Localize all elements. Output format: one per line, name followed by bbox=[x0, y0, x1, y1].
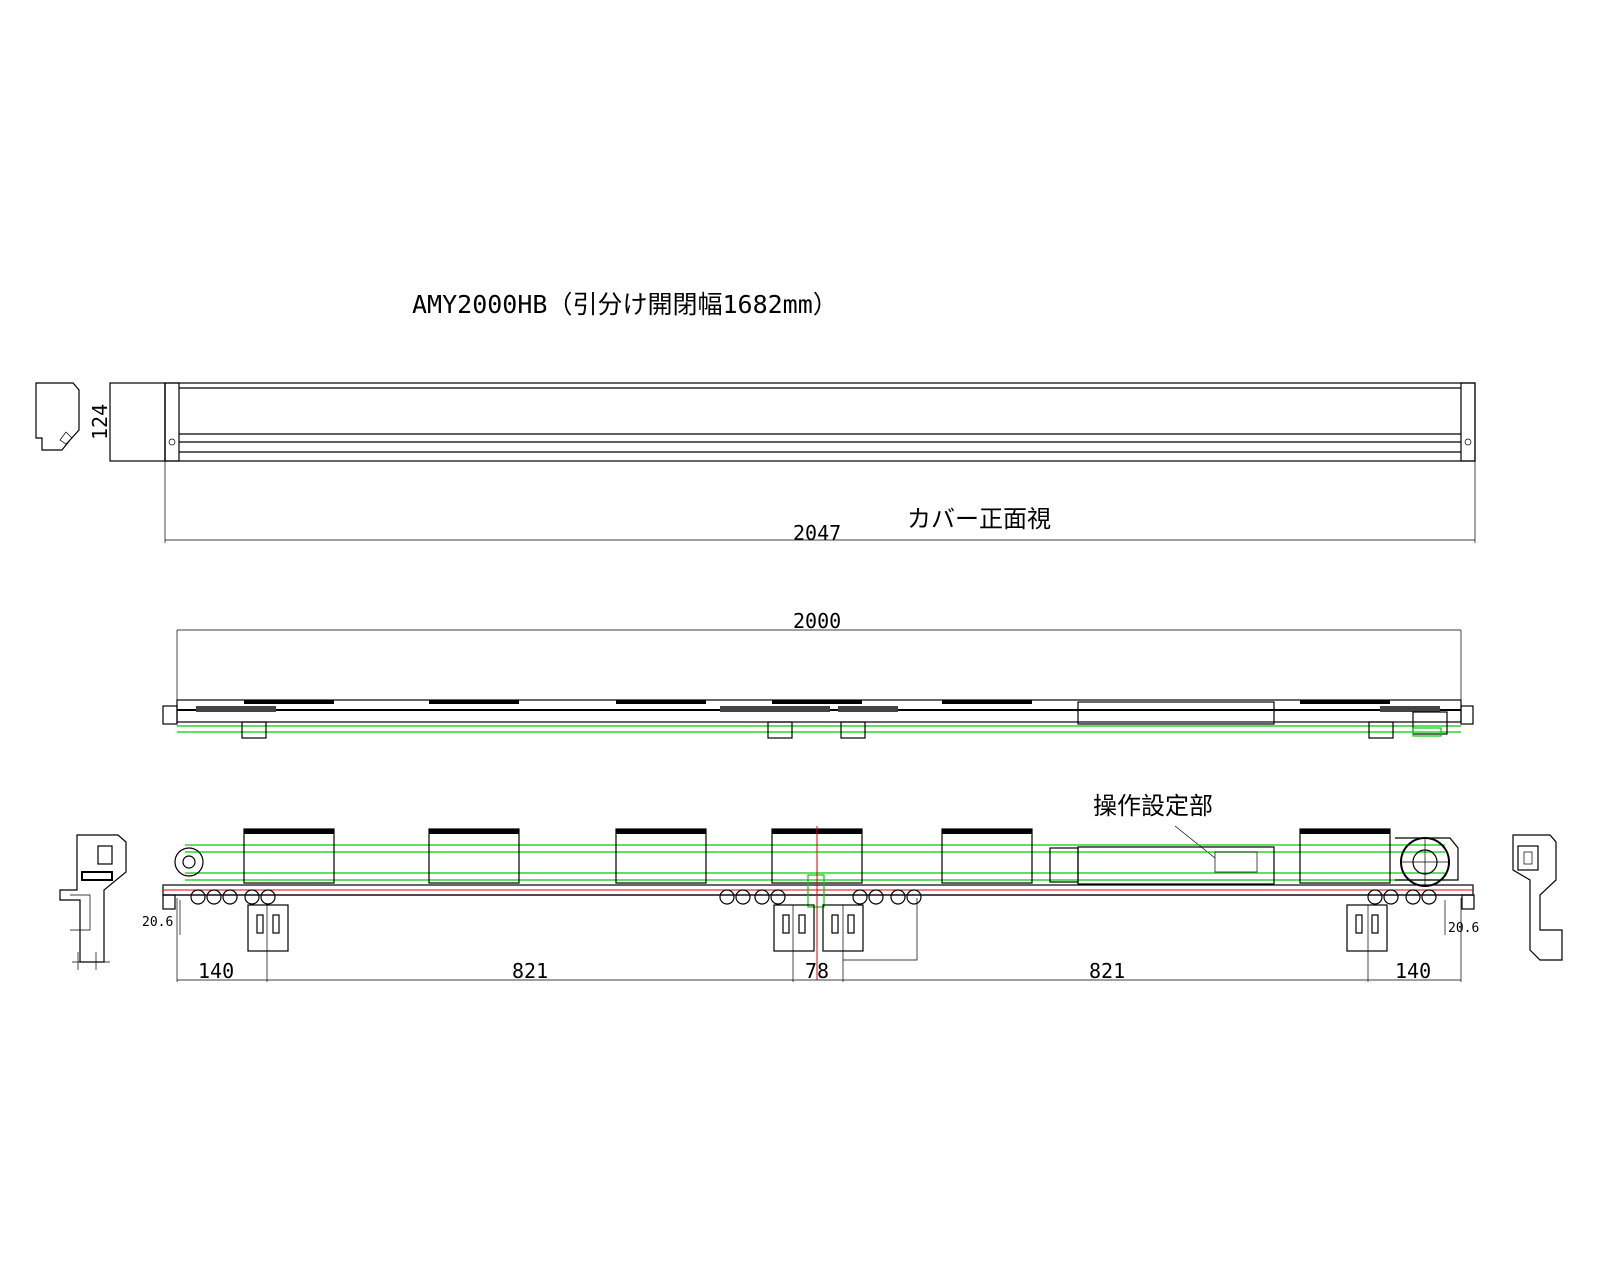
operation-setting-label: 操作設定部 bbox=[1093, 792, 1213, 820]
dim-seg-center: 78 bbox=[805, 959, 829, 983]
right-section-view bbox=[1512, 834, 1563, 961]
cover-side-profile bbox=[35, 382, 80, 451]
dim-offset-right: 20.6 bbox=[1448, 921, 1479, 936]
cover-end-cap bbox=[109, 382, 166, 462]
dim-offset-left: 20.6 bbox=[142, 915, 173, 930]
dim-seg-right-end: 140 bbox=[1395, 959, 1431, 983]
left-section-view bbox=[59, 834, 127, 970]
mechanism-front-view: 操作設定部 bbox=[142, 792, 1479, 983]
dim-cover-length: 2047 bbox=[793, 521, 841, 545]
dim-cover-height: 124 bbox=[88, 404, 112, 440]
dim-seg-right-mid: 821 bbox=[1089, 959, 1125, 983]
cover-body bbox=[164, 382, 1476, 462]
dim-seg-left-end: 140 bbox=[198, 959, 234, 983]
dim-seg-left-mid: 821 bbox=[512, 959, 548, 983]
cover-front-view: 124 2047 カバー正面視 bbox=[35, 382, 1476, 545]
cover-view-label: カバー正面視 bbox=[907, 505, 1051, 533]
rollers bbox=[190, 889, 1437, 905]
dim-rail-length: 2000 bbox=[793, 609, 841, 633]
drawing-title: AMY2000HB（引分け開閉幅1682mm） bbox=[412, 290, 838, 319]
rail-top-view: 2000 bbox=[162, 609, 1474, 739]
